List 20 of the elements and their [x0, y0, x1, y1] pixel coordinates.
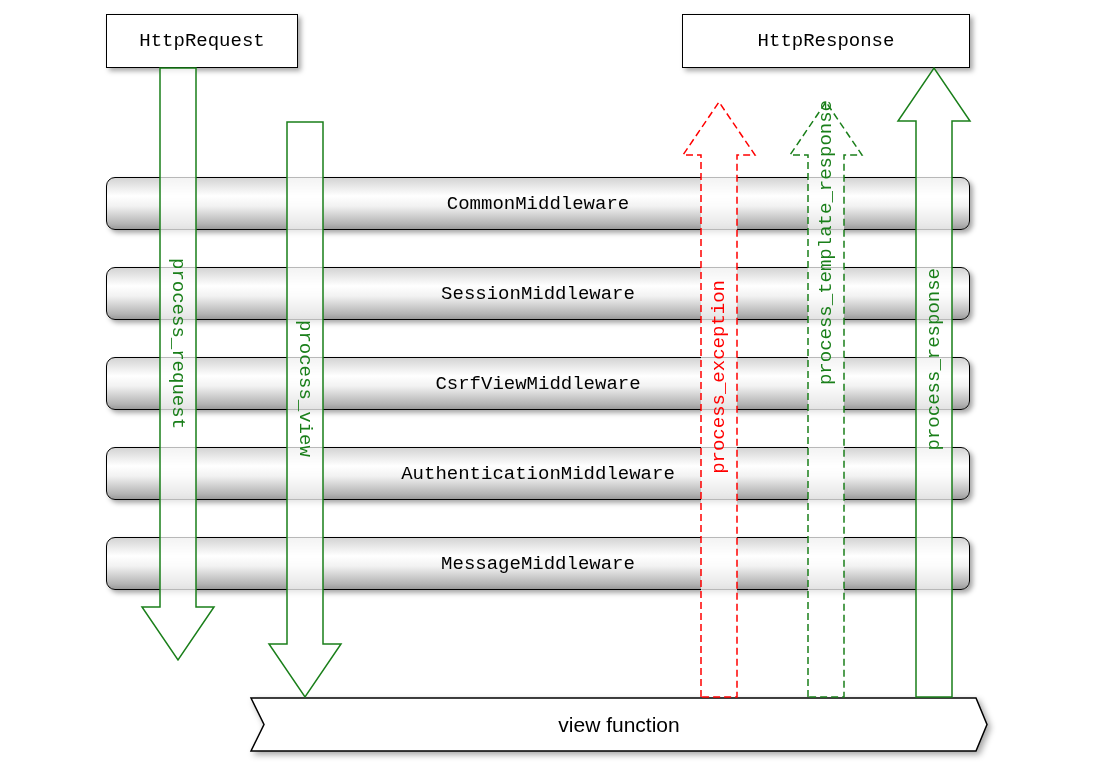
- object-box: [106, 14, 298, 68]
- node-label: MessageMiddleware: [441, 552, 635, 575]
- edge-label: process_request: [167, 258, 189, 430]
- edge-label: process_view: [294, 320, 316, 457]
- edge-label: process_template_response: [815, 100, 837, 386]
- node-label: HttpResponse: [757, 30, 895, 52]
- edge-label: process_response: [923, 268, 945, 451]
- view-function-shape: [250, 697, 988, 752]
- node-label: CommonMiddleware: [446, 192, 630, 215]
- node-label: AuthenticationMiddleware: [401, 462, 675, 485]
- edge-label: process_exception: [708, 280, 730, 474]
- node-label: view function: [558, 712, 680, 737]
- node-label: SessionMiddleware: [441, 282, 635, 305]
- object-box: [682, 14, 970, 68]
- dashed-arrow: [681, 100, 757, 698]
- arrow: [267, 121, 343, 699]
- node-label: HttpRequest: [139, 30, 265, 52]
- node-label: CsrfViewMiddleware: [435, 372, 641, 395]
- arrow: [140, 67, 216, 662]
- arrow: [896, 66, 972, 698]
